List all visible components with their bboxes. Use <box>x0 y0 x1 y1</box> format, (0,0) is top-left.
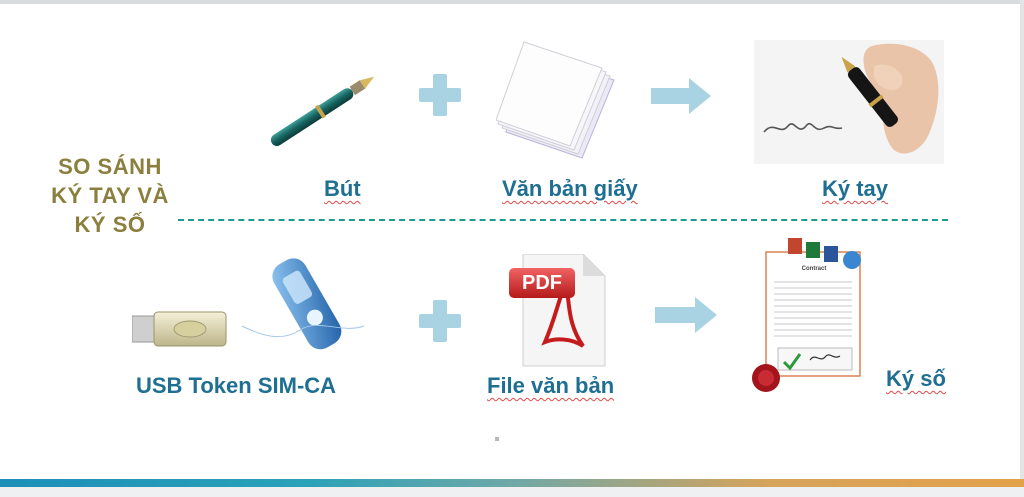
right-border <box>1020 0 1024 497</box>
pen-icon <box>258 62 388 157</box>
section-divider <box>178 219 948 221</box>
handwriting-signature-icon <box>754 40 944 164</box>
bottom-strip <box>0 487 1024 497</box>
label-digital-sign: Ký số <box>886 366 946 391</box>
arrow-right-icon <box>651 78 711 114</box>
pdf-badge: PDF <box>509 268 575 298</box>
plus-icon <box>419 300 461 342</box>
arrow-right-icon <box>655 297 717 333</box>
cursor-dot <box>495 437 499 441</box>
label-file: File văn bản <box>487 373 615 398</box>
pdf-file-icon: PDF <box>505 253 609 368</box>
slide-title: SO SÁNH KÝ TAY VÀ KÝ SỐ <box>30 152 190 239</box>
bottom-accent-bar <box>0 479 1024 487</box>
label-paper: Văn bản giấy <box>502 176 638 201</box>
top-border <box>0 0 1024 4</box>
label-handsign: Ký tay <box>822 176 889 201</box>
title-line-3: KÝ SỐ <box>74 212 146 237</box>
label-usb-token: USB Token SIM-CA <box>136 373 337 398</box>
plus-icon <box>419 74 461 116</box>
usb-token-icon <box>131 256 372 356</box>
paper-stack-icon <box>495 40 616 160</box>
digital-contract-icon: Contract <box>748 232 876 396</box>
contract-title: Contract <box>801 266 827 272</box>
title-line-1: SO SÁNH <box>58 154 162 179</box>
title-line-2: KÝ TAY VÀ <box>51 183 169 208</box>
label-pen: Bút <box>324 176 361 201</box>
